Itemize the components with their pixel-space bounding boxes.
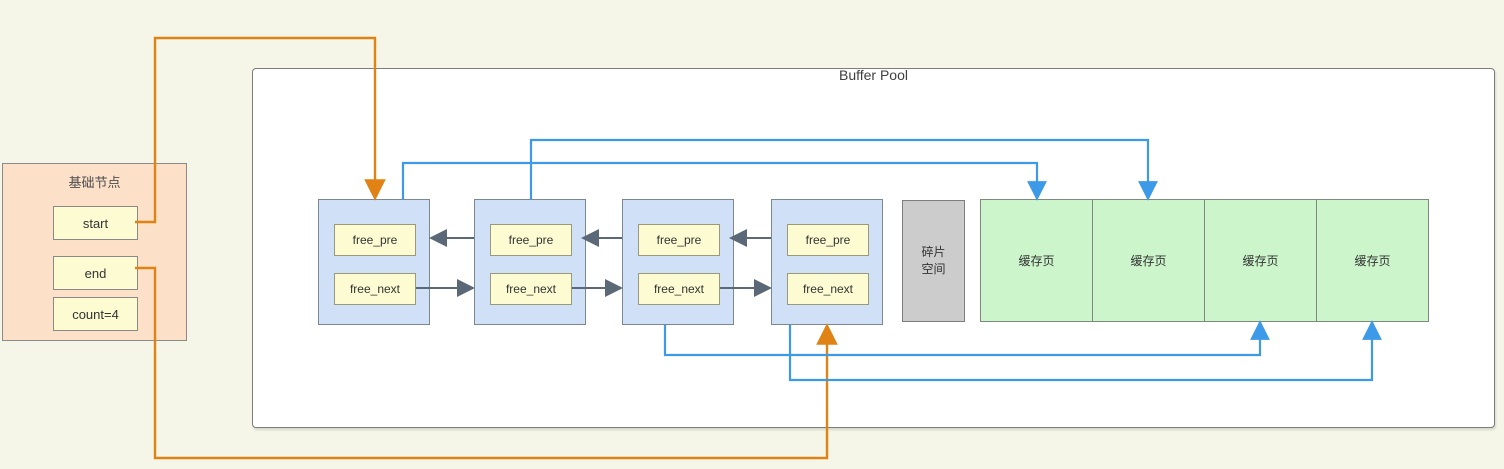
base-node-title: 基础节点 — [68, 175, 121, 190]
base-field-count: count=4 — [53, 297, 138, 331]
base-field-end: end — [53, 256, 138, 290]
free-node-3: free_pre free_next — [622, 199, 734, 325]
cache-page-3: 缓存页 — [1204, 199, 1317, 322]
cache-page-4: 缓存页 — [1316, 199, 1429, 322]
base-field-start: start — [53, 206, 138, 240]
fragment-space-box: 碎片 空间 — [902, 200, 965, 322]
buffer-pool-title: Buffer Pool — [838, 67, 908, 83]
free-next-slot: free_next — [638, 273, 720, 305]
free-next-slot: free_next — [334, 273, 416, 305]
free-next-slot: free_next — [490, 273, 572, 305]
fragment-space-line1: 碎片 — [921, 245, 946, 259]
free-node-2: free_pre free_next — [474, 199, 586, 325]
free-node-1: free_pre free_next — [318, 199, 430, 325]
free-pre-slot: free_pre — [490, 224, 572, 256]
free-next-slot: free_next — [787, 273, 869, 305]
cache-page-1: 缓存页 — [980, 199, 1093, 322]
fragment-space-line2: 空间 — [921, 262, 946, 276]
free-pre-slot: free_pre — [334, 224, 416, 256]
free-node-4: free_pre free_next — [771, 199, 883, 325]
free-pre-slot: free_pre — [638, 224, 720, 256]
cache-page-2: 缓存页 — [1092, 199, 1205, 322]
cache-page-row: 缓存页 缓存页 缓存页 缓存页 — [980, 199, 1429, 322]
base-node-panel: 基础节点 start end count=4 — [2, 163, 187, 341]
free-pre-slot: free_pre — [787, 224, 869, 256]
